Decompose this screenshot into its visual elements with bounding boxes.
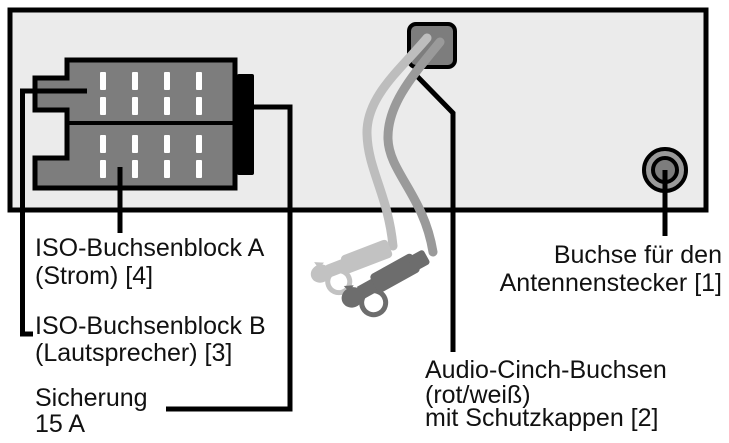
fuse-holder [237, 74, 254, 175]
cinch-cables [362, 33, 445, 257]
callout-fuse [166, 104, 293, 412]
iso-pin [132, 135, 138, 153]
iso-pin [132, 160, 138, 178]
cinch-cap-light [310, 264, 331, 283]
iso-pin [164, 97, 170, 115]
iso-pin [100, 97, 106, 115]
iso-pin [164, 135, 170, 153]
cinch-cap-dark [341, 287, 364, 308]
cinch-plug-body-dark [370, 253, 420, 293]
iso-pin [132, 97, 138, 115]
cinch-plug-boot-dark [408, 250, 430, 271]
cinch-plug-body-light [341, 239, 393, 274]
cinch-plug-dark [341, 250, 430, 318]
label-antenna-line1: Buchse für den [554, 241, 722, 269]
label-antenna-line2: Antennenstecker [1] [500, 269, 722, 297]
iso-pin [100, 160, 106, 178]
label-iso-b-line2: (Lautsprecher) [3] [35, 339, 232, 367]
label-iso-a-line1: ISO-Buchsenblock A [35, 234, 265, 262]
label-cinch-line3: mit Schutzkappen [2] [425, 404, 658, 432]
iso-pin [100, 135, 106, 153]
label-fuse-line2: 15 A [35, 410, 85, 438]
label-cinch-line1: Audio-Cinch-Buchsen [425, 356, 667, 384]
iso-pin [164, 72, 170, 90]
cinch-plug-light [310, 239, 393, 296]
callout-cinch [411, 70, 456, 352]
iso-pin [196, 160, 202, 178]
label-iso-a-line2: (Strom) [4] [35, 262, 153, 290]
callout-iso-b [20, 88, 87, 337]
label-iso-b-line1: ISO-Buchsenblock B [35, 312, 266, 340]
iso-pins [100, 72, 202, 178]
iso-pin [132, 72, 138, 90]
iso-pin [196, 135, 202, 153]
label-fuse-line1: Sicherung [35, 384, 148, 412]
diagram-labels: ISO-Buchsenblock A (Strom) [4] ISO-Buchs… [35, 234, 722, 438]
cinch-cable-dark [383, 37, 445, 257]
cinch-plug-tip-light [325, 258, 348, 278]
label-cinch-line2: (rot/weiß) [425, 381, 531, 409]
iso-pin [196, 72, 202, 90]
iso-pin [100, 72, 106, 90]
cinch-cable-light [362, 33, 432, 251]
iso-pin [196, 97, 202, 115]
iso-pin [164, 160, 170, 178]
callout-lines [20, 70, 668, 412]
iso-connector-block [32, 57, 254, 191]
